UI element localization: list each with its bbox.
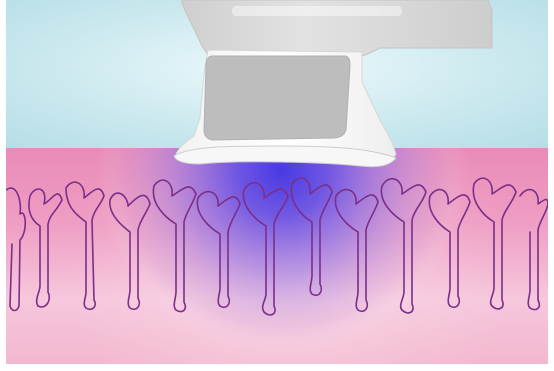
energy-glow-icon xyxy=(6,148,548,364)
device-window xyxy=(204,56,350,140)
skin-layer xyxy=(6,148,548,364)
